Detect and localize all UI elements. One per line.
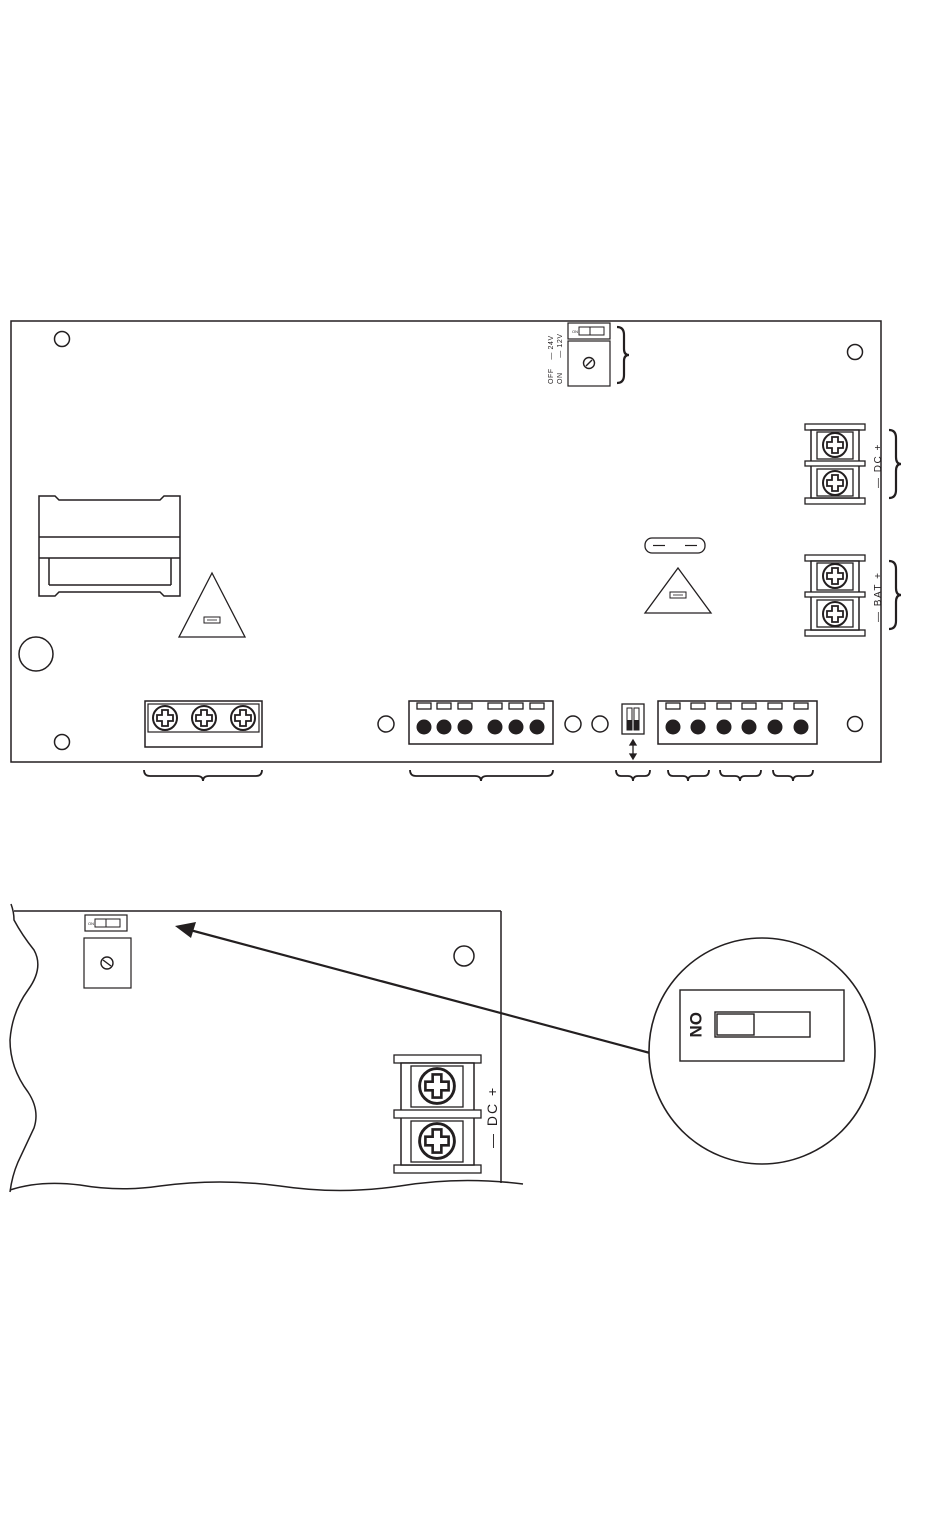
mounting-hole <box>565 716 581 732</box>
screw-icon[interactable] <box>823 433 847 457</box>
screw-icon[interactable] <box>153 706 177 730</box>
ac-input-terminal[interactable] <box>145 701 262 747</box>
mounting-hole <box>848 345 863 360</box>
transformer <box>39 496 180 596</box>
fuse-warning-triangle-right <box>645 568 711 613</box>
detail-voltage-selector: ON <box>84 915 131 988</box>
detail-dc-terminal[interactable] <box>394 1055 481 1173</box>
screw-icon[interactable] <box>420 1124 455 1159</box>
battery-terminal[interactable] <box>805 555 865 636</box>
detail-view: ON — DC + ON <box>10 904 875 1192</box>
main-board: ON OFF — 24V ON — 12V <box>11 321 901 781</box>
svg-text:ON — 12V: ON — 12V <box>557 333 564 384</box>
input-terminal-block[interactable] <box>409 701 553 744</box>
zoom-callout: ON <box>649 938 875 1164</box>
brace <box>617 327 629 383</box>
on-label: ON <box>557 372 564 384</box>
screw-icon[interactable] <box>420 1069 455 1104</box>
svg-text:ON: ON <box>572 329 578 334</box>
zoom-on-label: ON <box>686 1012 705 1038</box>
mounting-hole <box>55 735 70 750</box>
bottom-braces <box>144 770 813 781</box>
svg-text:OFF — 24V: OFF — 24V <box>548 335 555 384</box>
screw-icon[interactable] <box>192 706 216 730</box>
mounting-hole <box>454 946 474 966</box>
brace <box>889 561 901 629</box>
mounting-hole <box>592 716 608 732</box>
screw-icon[interactable] <box>823 602 847 626</box>
fuse-holder <box>645 538 705 553</box>
mounting-hole <box>55 332 70 347</box>
svg-text:ON: ON <box>88 921 94 926</box>
v24-label: — 24V <box>548 335 555 359</box>
dip-switch[interactable] <box>622 704 644 734</box>
mounting-hole <box>848 717 863 732</box>
pointer-arrow <box>175 922 650 1053</box>
up-down-arrow-icon <box>630 740 636 759</box>
v12-label: — 12V <box>557 333 564 357</box>
dc-terminal-label: — DC + <box>873 443 884 488</box>
mounting-hole <box>378 716 394 732</box>
fuse-warning-triangle-left <box>179 573 245 637</box>
screw-icon[interactable] <box>823 471 847 495</box>
screw-icon[interactable] <box>823 564 847 588</box>
brace <box>889 430 901 498</box>
output-terminal-block[interactable] <box>658 701 817 744</box>
off-label: OFF <box>548 368 555 384</box>
bat-terminal-label: — BAT + <box>873 572 884 622</box>
screw-icon[interactable] <box>231 706 255 730</box>
detail-dc-terminal-label: — DC + <box>484 1086 500 1148</box>
large-hole <box>19 637 53 671</box>
dc-output-terminal[interactable] <box>805 424 865 504</box>
voltage-selector: ON OFF — 24V ON — 12V <box>548 323 629 386</box>
